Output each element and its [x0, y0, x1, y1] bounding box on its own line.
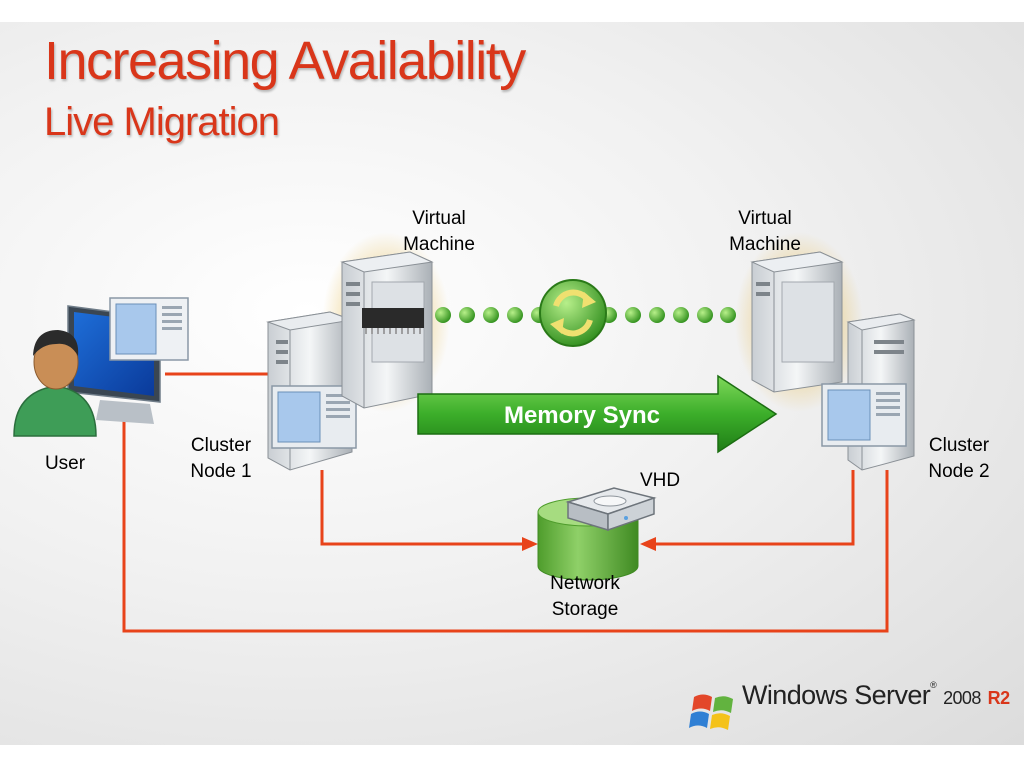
windows-flag-icon: [689, 694, 733, 730]
memory-chip-icon: [362, 308, 424, 334]
cluster-node-1-label: Cluster Node 1: [190, 435, 252, 482]
arrowhead-into-storage-left: [522, 537, 538, 551]
slide-title: Increasing Availability: [44, 31, 526, 91]
connector-node1-storage: [320, 470, 525, 546]
virtual-machine-right: [750, 251, 844, 393]
arrowhead-into-storage-right: [640, 537, 656, 551]
disk-icon: [565, 487, 657, 532]
logo-edition: R2: [987, 688, 1010, 708]
network-storage-label: Network Storage: [550, 573, 620, 620]
sync-icon: [539, 279, 607, 347]
cluster-node-2-label: Cluster Node 2: [928, 435, 990, 482]
vhd-label: VHD: [639, 470, 681, 491]
server-icon: [340, 251, 434, 409]
memory-sync-arrow: Memory Sync: [417, 374, 778, 454]
logo-version: 2008: [943, 688, 981, 708]
user-label: User: [44, 453, 86, 474]
virtual-machine-left: [340, 251, 434, 409]
window-icon: [109, 297, 189, 361]
vm-left-label: Virtual Machine: [403, 208, 475, 255]
windows-server-logo: Windows Server® 2008 R2: [742, 680, 1010, 710]
network-storage: [537, 487, 657, 581]
network-connectors: [122, 372, 889, 633]
connector-node2-storage: [655, 470, 855, 546]
user-computer: [13, 297, 189, 437]
cluster-node-2: [821, 313, 916, 471]
server-icon: [750, 251, 844, 393]
memory-sync-label: Memory Sync: [504, 402, 660, 429]
cluster-node-1: [266, 311, 357, 471]
logo-brand: Windows Server: [742, 680, 931, 710]
window-icon: [821, 383, 907, 447]
user-icon: [13, 330, 97, 437]
connector-user-loop: [122, 415, 889, 633]
vm-right-label: Virtual Machine: [729, 208, 801, 255]
slide-subtitle: Live Migration: [44, 100, 280, 144]
